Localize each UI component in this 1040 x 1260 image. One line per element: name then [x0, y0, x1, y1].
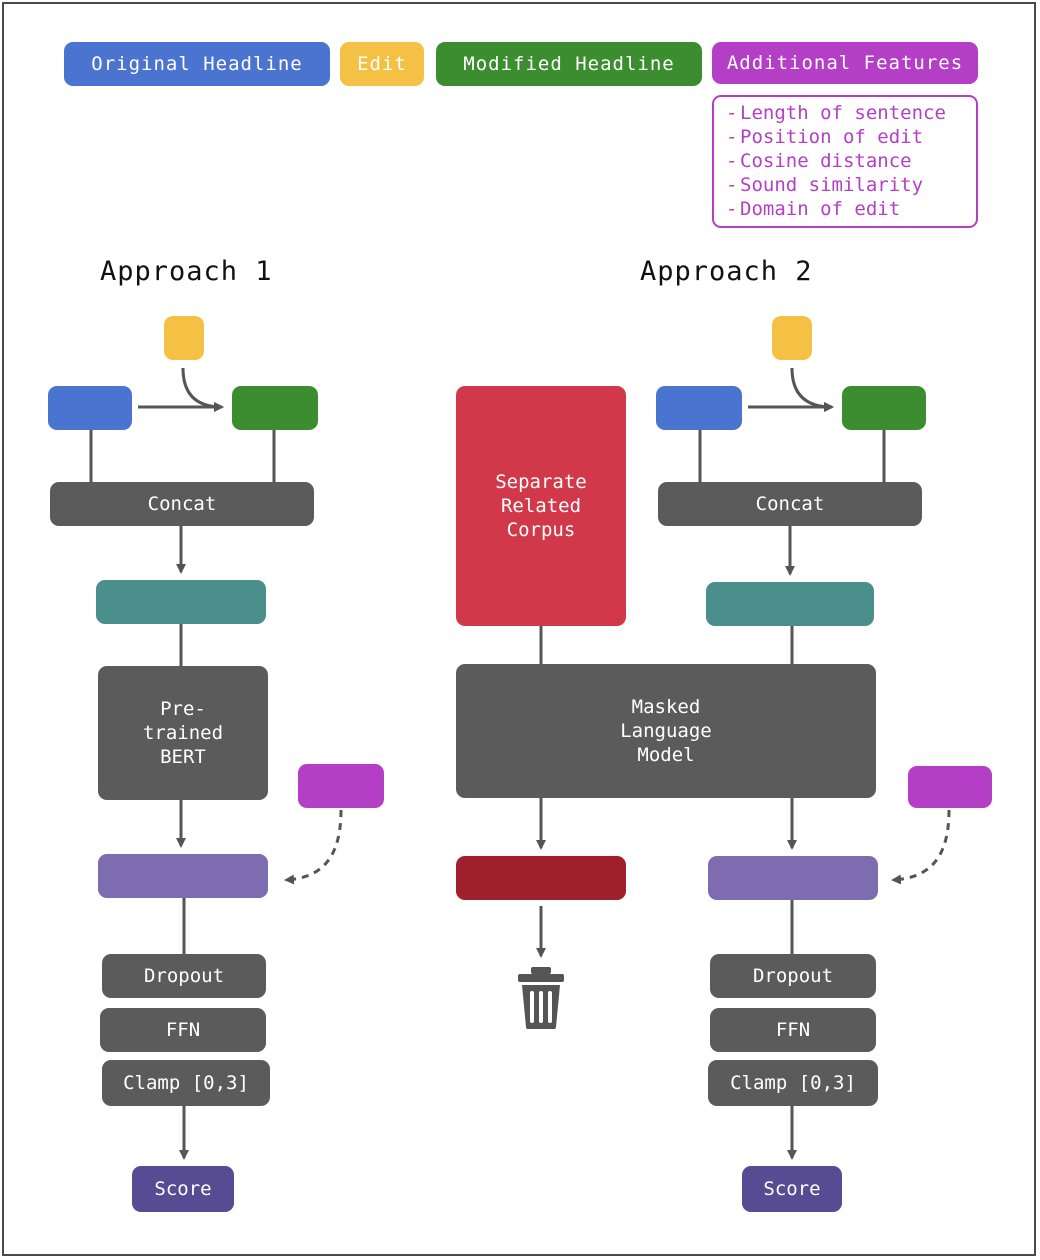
feature-label: Domain of edit	[740, 198, 901, 220]
a2-embedding-node	[706, 582, 874, 626]
feature-label: Sound similarity	[740, 174, 924, 196]
legend-modified-headline: Modified Headline	[436, 42, 702, 86]
a1-original-headline-node	[48, 386, 132, 430]
a1-score-node: Score	[132, 1166, 234, 1212]
a2-mlm-block: Masked Language Model	[456, 664, 876, 798]
a1-concat-block: Concat	[50, 482, 314, 526]
a1-clamp-block: Clamp [0,3]	[102, 1060, 270, 1106]
approach-2-title: Approach 2	[640, 256, 813, 287]
a2-corpus-block: Separate Related Corpus	[456, 386, 626, 626]
feature-label: Cosine distance	[740, 150, 912, 172]
a2-original-headline-node	[656, 386, 742, 430]
approach-1-title: Approach 1	[100, 256, 273, 287]
legend-original-headline: Original Headline	[64, 42, 330, 86]
feature-item: -Length of sentence	[726, 102, 946, 124]
a1-bert-block: Pre- trained BERT	[98, 666, 268, 800]
a1-edit-arrow	[181, 367, 224, 412]
a1-modified-headline-node	[232, 386, 318, 430]
feature-item: -Cosine distance	[726, 150, 912, 172]
a2-discarded-output-node	[456, 856, 626, 900]
feature-label: Length of sentence	[740, 102, 946, 124]
feature-label: Position of edit	[740, 126, 924, 148]
a1-edit-node	[164, 316, 204, 360]
a2-concat-block: Concat	[658, 482, 922, 526]
a2-clamp-block: Clamp [0,3]	[708, 1060, 878, 1106]
a2-features-dashed-arrow	[891, 809, 951, 885]
a2-modified-headline-node	[842, 386, 926, 430]
a2-score-node: Score	[742, 1166, 842, 1212]
a1-dropout-block: Dropout	[102, 954, 266, 998]
legend-edit: Edit	[340, 42, 424, 86]
a2-edit-arrow	[790, 367, 834, 412]
trash-icon	[518, 967, 564, 1029]
a1-features-dashed-arrow	[284, 809, 343, 885]
feature-item: -Domain of edit	[726, 198, 901, 220]
feature-item: -Position of edit	[726, 126, 924, 148]
a1-feature-concat-node	[98, 854, 268, 898]
a1-ffn-block: FFN	[100, 1008, 266, 1052]
a1-features-node	[298, 764, 384, 808]
additional-features-list: -Length of sentence -Position of edit -C…	[712, 95, 978, 228]
a2-dropout-block: Dropout	[710, 954, 876, 998]
a1-embedding-node	[96, 580, 266, 624]
a2-ffn-block: FFN	[710, 1008, 876, 1052]
a2-features-node	[908, 766, 992, 808]
legend-additional-features: Additional Features	[712, 42, 978, 84]
a2-feature-concat-node	[708, 856, 878, 900]
feature-item: -Sound similarity	[726, 174, 924, 196]
a2-edit-node	[772, 316, 812, 360]
